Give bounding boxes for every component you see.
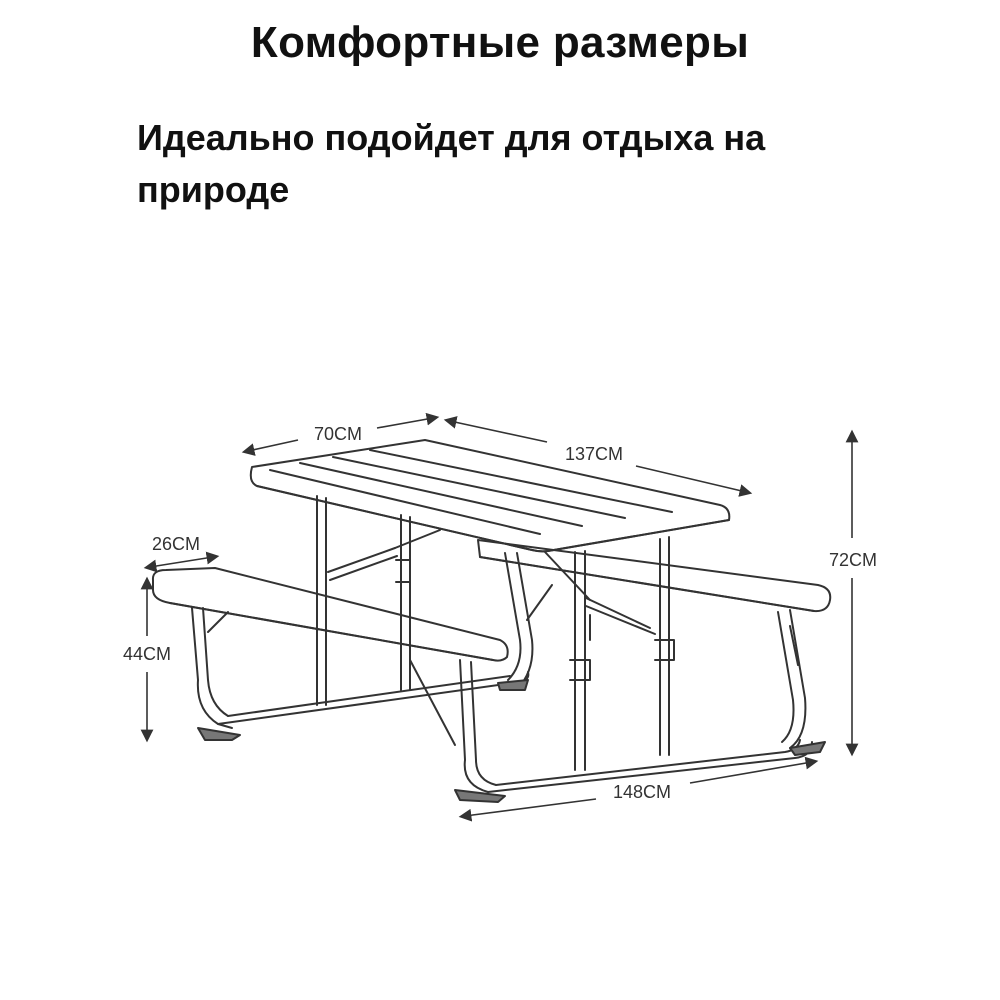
- table-height-label: 72CM: [829, 550, 877, 570]
- bench-width-label: 26CM: [152, 534, 200, 554]
- table-length-label: 137CM: [565, 444, 623, 464]
- total-length-label: 148CM: [613, 782, 671, 802]
- table-width-line-right: [376, 412, 440, 429]
- page-title: Комфортные размеры: [250, 18, 750, 67]
- dimension-lines: [140, 412, 859, 822]
- bench-width-line: [143, 551, 220, 573]
- front-bench: [151, 567, 509, 793]
- table-length-line-left: [443, 416, 548, 443]
- back-bench: [477, 539, 832, 749]
- table-width-label: 70CM: [314, 424, 362, 444]
- total-length-line-left: [458, 798, 597, 822]
- total-length-line-right: [689, 756, 819, 784]
- table-length-line-right: [635, 465, 753, 497]
- floor-rails: [197, 671, 826, 803]
- table-legs: [316, 495, 675, 771]
- table-top: [249, 439, 731, 553]
- page-subtitle: Идеально подойдет для отдыха на природе: [137, 117, 766, 210]
- table-width-line-left: [241, 439, 299, 456]
- bench-height-label: 44CM: [123, 644, 171, 664]
